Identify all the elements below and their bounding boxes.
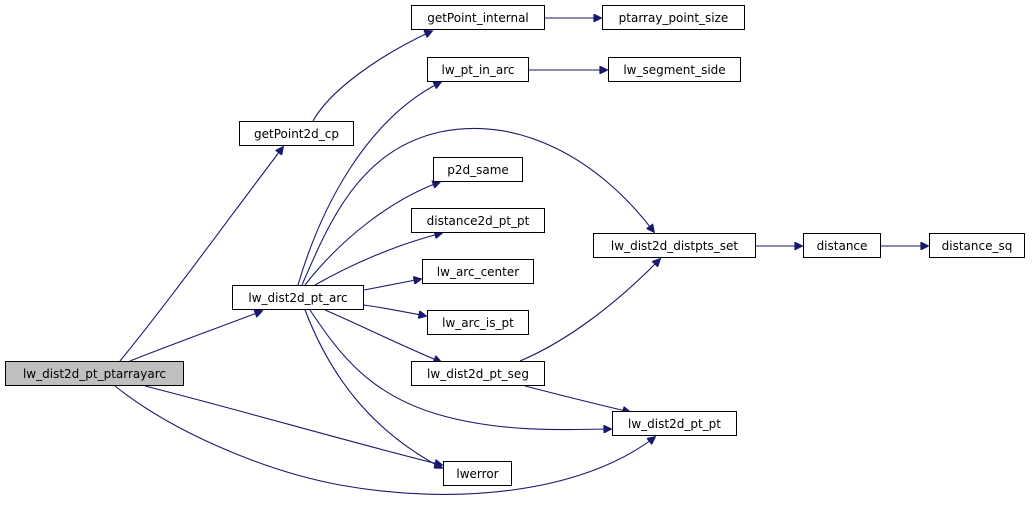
node-lw-dist2d-pt-arc[interactable]: lw_dist2d_pt_arc: [232, 285, 364, 310]
node-lw-pt-in-arc[interactable]: lw_pt_in_arc: [427, 57, 529, 82]
edge-lw-dist2d-pt-ptarrayarc-to-lwerror: [144, 385, 442, 465]
edge-lw-dist2d-pt-arc-to-lw-dist2d-pt-seg: [324, 309, 441, 362]
node-lw-dist2d-pt-ptarrayarc: lw_dist2d_pt_ptarrayarc: [5, 361, 184, 386]
edge-lw-dist2d-pt-ptarrayarc-to-getPoint2d-cp: [119, 147, 283, 362]
edge-lw-dist2d-pt-seg-to-lw-dist2d-pt-pt: [524, 385, 630, 412]
edge-lw-dist2d-pt-arc-to-lwerror: [304, 309, 442, 468]
edge-lw-dist2d-pt-arc-to-lw-dist2d-distpts-set: [301, 127, 654, 286]
edge-lw-dist2d-pt-arc-to-lw-dist2d-pt-pt: [309, 309, 611, 430]
edge-lw-dist2d-pt-ptarrayarc-to-lw-dist2d-pt-arc: [129, 311, 262, 362]
edge-lw-dist2d-pt-ptarrayarc-to-lw-dist2d-pt-pt: [114, 385, 655, 495]
node-lw-arc-is-pt[interactable]: lw_arc_is_pt: [427, 310, 529, 335]
node-distance-sq[interactable]: distance_sq: [929, 233, 1025, 258]
edge-getPoint2d-cp-to-getPoint-internal: [312, 31, 432, 122]
node-distance[interactable]: distance: [803, 233, 881, 258]
edge-lw-dist2d-pt-arc-to-lw-arc-center: [363, 279, 421, 291]
node-getpoint-internal[interactable]: getPoint_internal: [411, 5, 545, 30]
node-lw-dist2d-pt-pt[interactable]: lw_dist2d_pt_pt: [612, 411, 737, 436]
edge-lw-dist2d-pt-arc-to-lw-arc-is-pt: [363, 304, 426, 316]
edge-lw-dist2d-pt-arc-to-lw-pt-in-arc: [297, 82, 441, 286]
node-p2d-same[interactable]: p2d_same: [433, 157, 523, 182]
node-lw-segment-side[interactable]: lw_segment_side: [608, 57, 741, 82]
edge-lw-dist2d-pt-arc-to-p2d-same: [304, 182, 440, 286]
node-ptarray-point-size[interactable]: ptarray_point_size: [602, 5, 745, 30]
node-lwerror[interactable]: lwerror: [443, 461, 512, 486]
node-lw-dist2d-pt-seg[interactable]: lw_dist2d_pt_seg: [411, 361, 545, 386]
node-getpoint2d-cp[interactable]: getPoint2d_cp: [239, 121, 354, 146]
node-lw-dist2d-distpts-set[interactable]: lw_dist2d_distpts_set: [593, 233, 756, 258]
node-distance2d-pt-pt[interactable]: distance2d_pt_pt: [411, 208, 545, 233]
edge-lw-dist2d-pt-seg-to-lw-dist2d-distpts-set: [519, 259, 660, 362]
node-lw-arc-center[interactable]: lw_arc_center: [422, 259, 534, 284]
edge-lw-dist2d-pt-arc-to-distance2d-pt-pt: [314, 233, 442, 286]
